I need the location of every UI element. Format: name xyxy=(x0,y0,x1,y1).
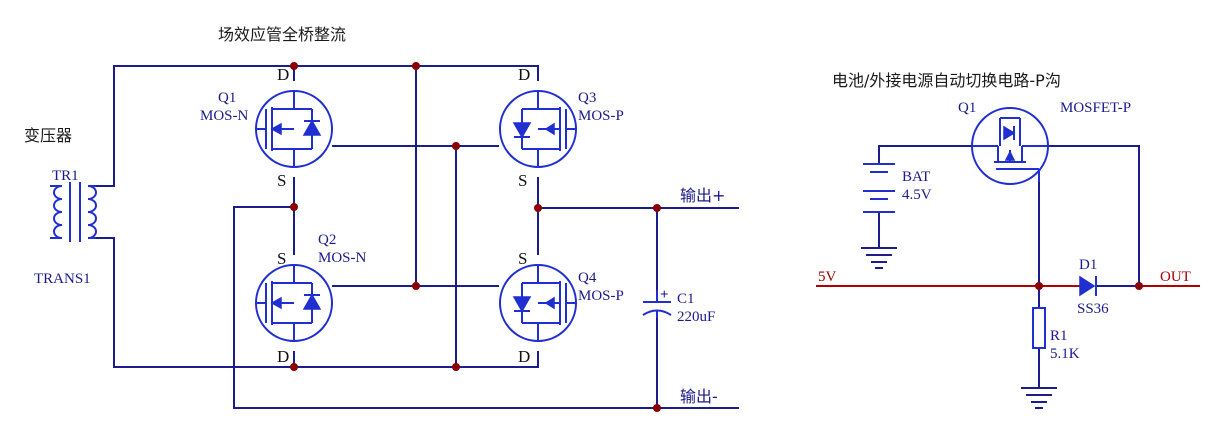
switch-junctions xyxy=(1035,282,1143,290)
r1-value: 5.1K xyxy=(1050,346,1080,362)
q4-ref: Q4 xyxy=(578,270,597,286)
switch-mosfet-symbol xyxy=(971,107,1049,185)
c1-value: 220uF xyxy=(677,309,715,325)
q2-drain-label: D xyxy=(277,347,289,366)
bridge-junctions xyxy=(290,62,661,412)
q2-mosfet-symbol xyxy=(255,264,333,342)
output-plus-label: 输出+ xyxy=(680,186,725,205)
transformer-symbol xyxy=(50,182,97,242)
r1-resistor-symbol xyxy=(1032,307,1046,349)
net-5v-label: 5V xyxy=(818,269,837,285)
d1-part: SS36 xyxy=(1077,301,1109,317)
q1-part: MOS-N xyxy=(200,108,249,124)
q4-part: MOS-P xyxy=(578,288,624,304)
c1-capacitor-symbol xyxy=(642,290,672,318)
d1-ref: D1 xyxy=(1079,257,1097,273)
left-title: 场效应管全桥整流 xyxy=(218,25,346,44)
switch-mosfet-ref: Q1 xyxy=(958,100,976,116)
q4-mosfet-symbol xyxy=(499,264,577,342)
switch-wires xyxy=(816,145,1200,389)
bridge-wires xyxy=(95,65,739,409)
q4-drain-label: D xyxy=(518,347,530,366)
battery-ref: BAT xyxy=(902,169,930,185)
q2-part: MOS-N xyxy=(318,250,367,266)
c1-polarity: + xyxy=(660,287,669,303)
battery-ground-icon xyxy=(861,247,897,269)
battery-value: 4.5V xyxy=(902,187,932,203)
q1-drain-label: D xyxy=(277,65,289,84)
q1-source-label: S xyxy=(277,171,286,190)
transformer-title: 变压器 xyxy=(24,126,72,145)
transformer-part: TRANS1 xyxy=(34,271,91,287)
q3-ref: Q3 xyxy=(578,90,596,106)
q1-ref: Q1 xyxy=(218,90,236,106)
output-minus-label: 输出- xyxy=(680,387,718,406)
q2-source-label: S xyxy=(277,249,286,268)
net-out-label: OUT xyxy=(1160,269,1191,285)
q3-source-label: S xyxy=(518,171,527,190)
battery-symbol xyxy=(863,163,895,213)
d1-diode-symbol xyxy=(1079,275,1097,297)
right-title: 电池/外接电源自动切换电路-P沟 xyxy=(832,71,1061,90)
transformer-ref: TR1 xyxy=(52,168,79,184)
q3-drain-label: D xyxy=(518,65,530,84)
q4-source-label: S xyxy=(518,249,527,268)
r1-ref: R1 xyxy=(1050,328,1068,344)
q1-mosfet-symbol xyxy=(255,90,333,168)
q3-part: MOS-P xyxy=(578,108,624,124)
resistor-ground-icon xyxy=(1021,387,1057,409)
switch-mosfet-part: MOSFET-P xyxy=(1060,100,1131,116)
q2-ref: Q2 xyxy=(318,232,336,248)
c1-ref: C1 xyxy=(677,291,695,307)
q3-mosfet-symbol xyxy=(499,90,577,168)
